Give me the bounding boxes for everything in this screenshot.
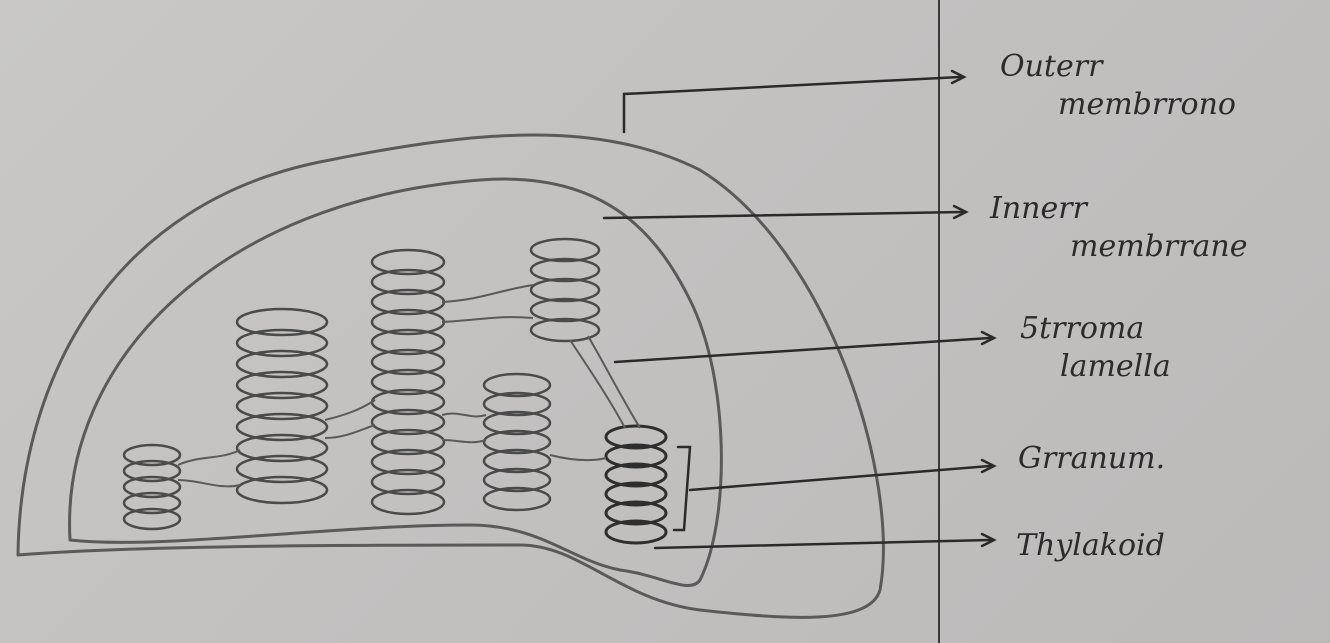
- label-stroma-lamella: 5trroma lamella: [1020, 310, 1171, 386]
- stroma-lamella-1a: [178, 450, 240, 465]
- label-inner-line1: Innerr: [990, 190, 1248, 228]
- label-stroma-line1: 5trroma: [1020, 310, 1171, 348]
- granum-stack-4: [484, 374, 550, 510]
- granum-stack-5: [531, 239, 599, 341]
- label-stroma-line2: lamella: [1060, 348, 1171, 386]
- leader-granum: [690, 466, 990, 490]
- stroma-lamella-5a: [550, 455, 606, 460]
- stroma-lamella-2a: [325, 400, 375, 420]
- label-thylakoid: Thylakoid: [1016, 527, 1165, 565]
- stroma-lamella-4a: [442, 414, 486, 417]
- label-inner-membrane: Innerr membrrane: [990, 190, 1248, 266]
- granum-stack-1: [124, 445, 180, 529]
- label-inner-line2: membrrane: [1070, 228, 1248, 266]
- stroma-lamella-5c: [588, 336, 640, 428]
- granum-bracket: [674, 447, 690, 530]
- label-outer-membrane: Outerr membrrono: [1000, 48, 1236, 124]
- label-outer-line1: Outerr: [1000, 48, 1236, 86]
- stroma-lamella-1b: [178, 480, 240, 486]
- stroma-lamella-4b: [442, 440, 486, 442]
- granum-stack-2: [237, 309, 327, 503]
- stroma-lamella-3b: [442, 317, 533, 322]
- stroma-lamella-2b: [325, 425, 375, 438]
- stroma-lamella-3a: [442, 285, 533, 302]
- label-granum: Grranum.: [1018, 440, 1165, 478]
- label-outer-line2: membrrono: [1058, 86, 1236, 124]
- leader-stroma-lamella: [615, 338, 990, 362]
- leader-inner-membrane: [604, 212, 962, 218]
- leader-outer-membrane: [624, 77, 960, 132]
- leader-thylakoid: [655, 540, 990, 548]
- granum-stack-3: [372, 250, 444, 514]
- granum-stack-6: [606, 426, 666, 543]
